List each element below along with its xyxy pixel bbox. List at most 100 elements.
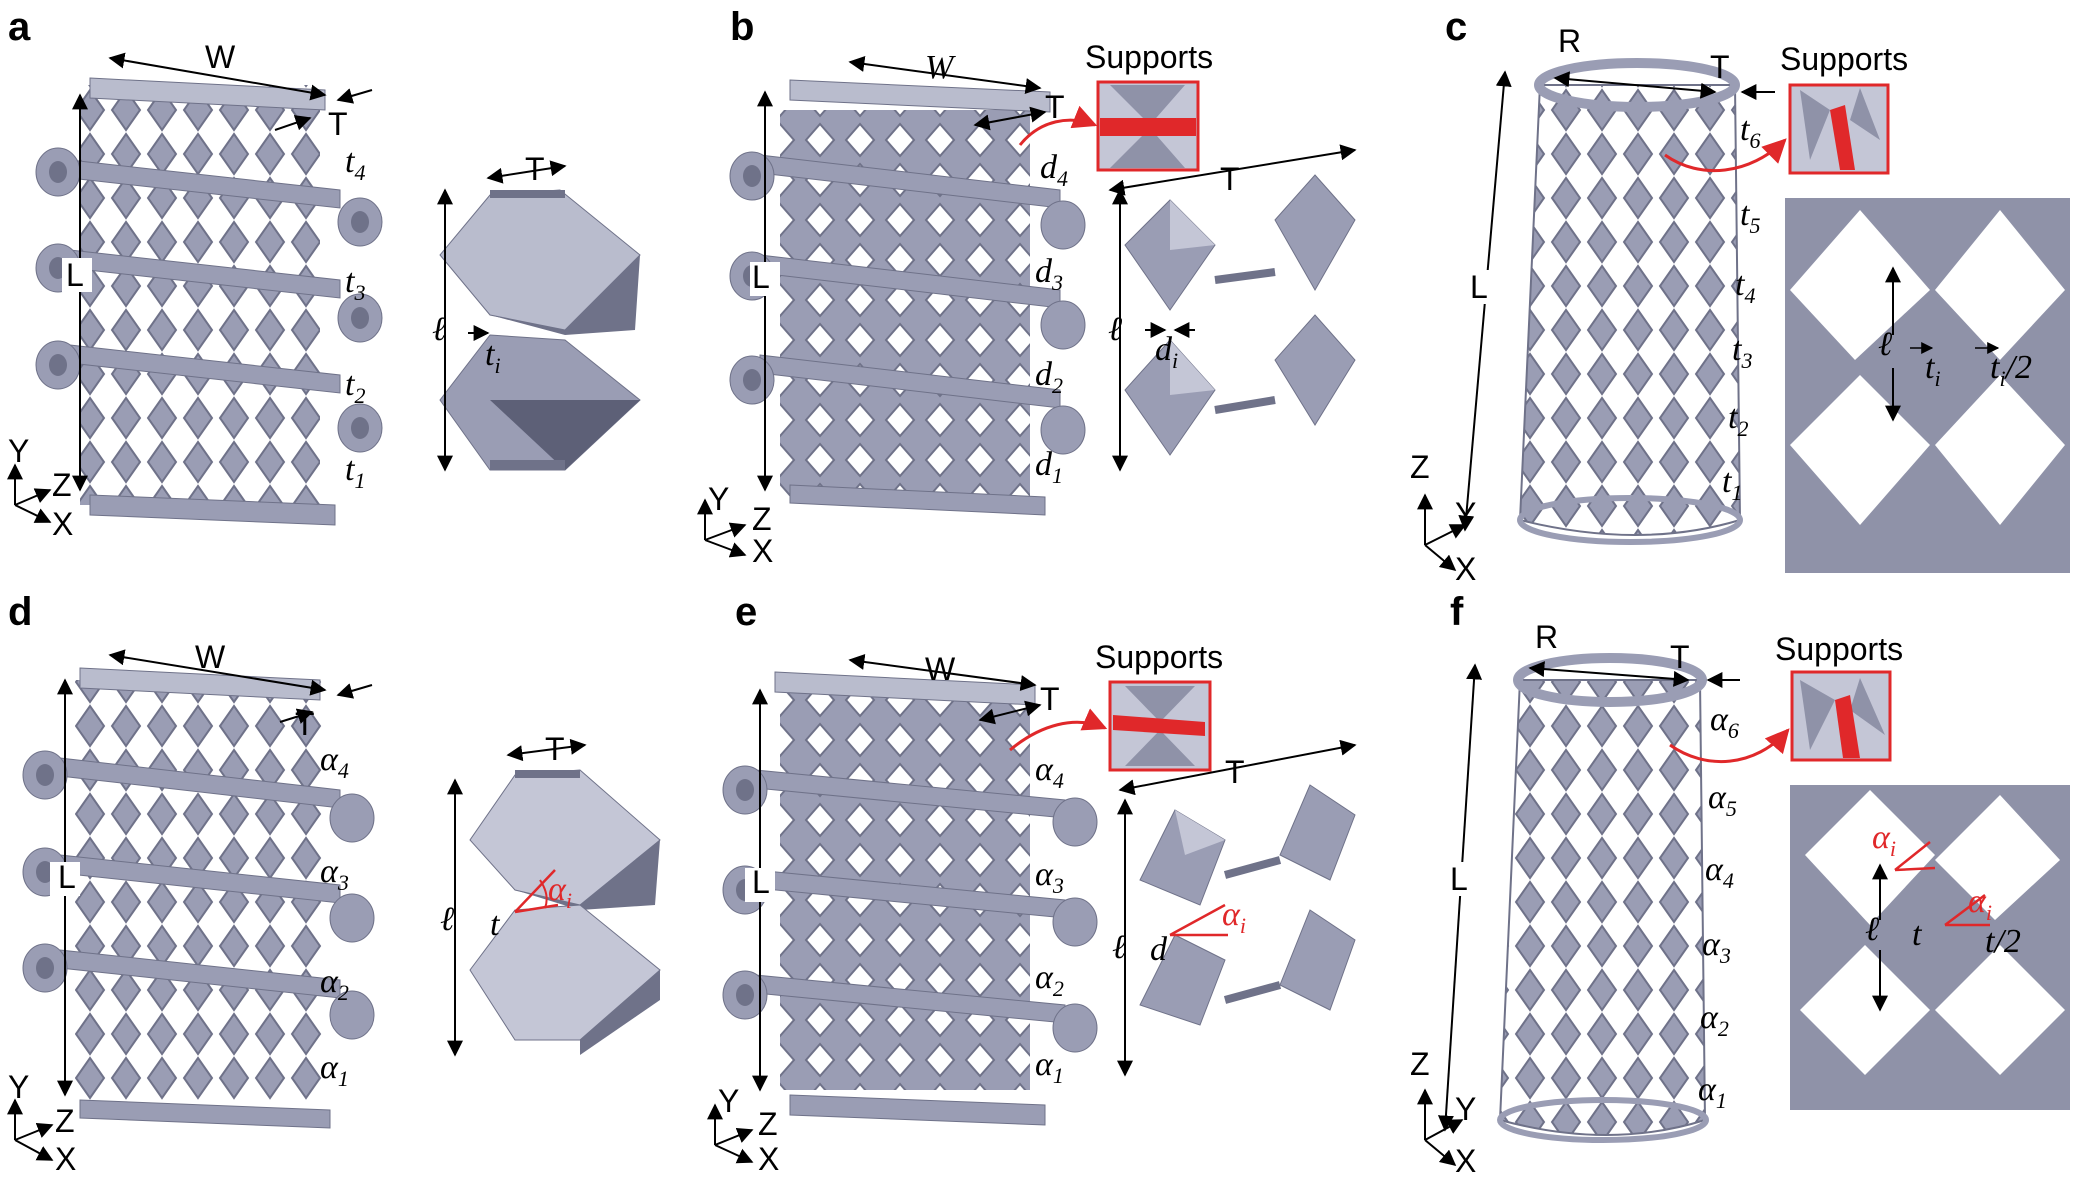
svg-text:Y: Y bbox=[1455, 1091, 1476, 1127]
svg-text:ℓ: ℓ bbox=[440, 901, 454, 938]
svg-text:α3: α3 bbox=[320, 853, 349, 895]
svg-text:d4: d4 bbox=[1040, 149, 1068, 191]
svg-text:t6: t6 bbox=[1740, 111, 1760, 153]
svg-text:Z: Z bbox=[1410, 449, 1430, 485]
lattice-b bbox=[729, 79, 1086, 516]
cylinder-f bbox=[1497, 653, 1709, 1143]
supports-label-e: Supports bbox=[1095, 639, 1223, 675]
svg-text:α2: α2 bbox=[320, 963, 349, 1005]
svg-text:α1: α1 bbox=[320, 1049, 349, 1091]
dim-r-f: R bbox=[1535, 619, 1558, 655]
lattice-e bbox=[722, 671, 1098, 1126]
svg-text:ti: ti bbox=[485, 336, 501, 378]
svg-text:Y: Y bbox=[8, 433, 29, 469]
svg-text:Z: Z bbox=[52, 467, 72, 503]
svg-text:d2: d2 bbox=[1035, 356, 1063, 398]
svg-text:ti: ti bbox=[1925, 349, 1941, 391]
dim-t-c: T bbox=[1710, 49, 1730, 85]
panel-d: d W T L α4 α3 α2 α1 bbox=[7, 590, 661, 1177]
svg-text:Y: Y bbox=[708, 481, 729, 517]
dim-t-d: T bbox=[295, 706, 315, 742]
svg-text:ℓ: ℓ bbox=[1112, 929, 1126, 966]
svg-text:t2: t2 bbox=[345, 366, 365, 408]
svg-text:d3: d3 bbox=[1035, 253, 1063, 295]
svg-text:ℓ: ℓ bbox=[1878, 326, 1892, 363]
svg-text:α2: α2 bbox=[1035, 959, 1064, 1001]
svg-text:Z: Z bbox=[758, 1106, 778, 1142]
svg-text:ℓ: ℓ bbox=[1108, 311, 1122, 348]
dim-t-b: T bbox=[1045, 89, 1065, 125]
panel-label-d: d bbox=[8, 590, 32, 634]
dim-t-e: T bbox=[1040, 681, 1060, 717]
dim-l-e: L bbox=[752, 864, 770, 900]
svg-text:α5: α5 bbox=[1708, 779, 1737, 821]
panel-b: b W T L d4 d3 d2 d1 bbox=[697, 5, 1357, 569]
svg-text:Z: Z bbox=[55, 1103, 75, 1139]
axes-icon-c: Z Y X bbox=[1410, 449, 1476, 587]
svg-text:t5: t5 bbox=[1740, 196, 1760, 238]
svg-text:α1: α1 bbox=[1035, 1046, 1064, 1088]
svg-text:α4: α4 bbox=[1035, 751, 1064, 793]
unit-cell-a: ℓ T ti bbox=[432, 151, 641, 472]
supports-inset-c: Supports bbox=[1664, 41, 1908, 175]
svg-text:X: X bbox=[1455, 551, 1476, 587]
dim-l-a: L bbox=[66, 257, 84, 293]
svg-text:T: T bbox=[545, 731, 565, 767]
dim-w-d: W bbox=[195, 639, 226, 675]
dim-w-b: W bbox=[925, 49, 956, 86]
svg-text:di: di bbox=[1155, 331, 1178, 373]
supports-label-c: Supports bbox=[1780, 41, 1908, 77]
svg-text:Y: Y bbox=[8, 1069, 29, 1105]
unit-cell-d: ℓ T t αi bbox=[440, 731, 661, 1057]
panel-label-c: c bbox=[1445, 5, 1467, 49]
svg-text:α3: α3 bbox=[1035, 856, 1064, 898]
zoom-inset-c: ℓ ti ti/2 bbox=[1785, 198, 2070, 573]
params-f: α6 α5 α4 α3 α2 α1 bbox=[1698, 701, 1739, 1113]
svg-text:t2: t2 bbox=[1728, 399, 1748, 441]
axes-icon-b: Y Z X bbox=[697, 481, 773, 569]
svg-text:ℓ: ℓ bbox=[1865, 911, 1879, 948]
panel-c: c R T L t6 t5 t4 t3 t2 t1 Z Y X bbox=[1410, 5, 2070, 587]
panel-label-a: a bbox=[8, 5, 31, 49]
svg-text:α3: α3 bbox=[1702, 926, 1731, 968]
svg-text:T: T bbox=[525, 151, 545, 187]
svg-text:Z: Z bbox=[752, 501, 772, 537]
svg-text:d: d bbox=[1150, 931, 1168, 968]
dim-r-c: R bbox=[1558, 23, 1581, 59]
svg-text:X: X bbox=[1455, 1143, 1476, 1179]
svg-text:t4: t4 bbox=[345, 143, 365, 185]
panel-e: e W T L α4 α3 α2 α1 bbox=[707, 590, 1357, 1177]
svg-text:X: X bbox=[52, 506, 73, 542]
dim-t-f: T bbox=[1670, 639, 1690, 675]
unit-cell-b: T ℓ di bbox=[1108, 144, 1357, 472]
dim-l-f: L bbox=[1450, 861, 1468, 897]
dim-t-a: T bbox=[328, 106, 348, 142]
svg-text:T: T bbox=[1225, 754, 1245, 790]
panel-f: f R T L α6 α5 α4 α3 α2 α1 Z Y X bbox=[1410, 590, 2070, 1179]
axes-icon-f: Z Y X bbox=[1410, 1046, 1476, 1179]
svg-text:αi: αi bbox=[1968, 883, 1992, 925]
zoom-inset-f: ℓ t t/2 αi αi bbox=[1790, 785, 2070, 1110]
lattice-a bbox=[35, 77, 383, 526]
svg-text:α1: α1 bbox=[1698, 1071, 1727, 1113]
svg-text:α2: α2 bbox=[1700, 999, 1729, 1041]
svg-text:t/2: t/2 bbox=[1985, 923, 2021, 960]
panel-label-e: e bbox=[735, 590, 757, 634]
svg-text:α4: α4 bbox=[1705, 851, 1734, 893]
cylinder-c bbox=[1517, 58, 1743, 545]
axes-icon-d: Y Z X bbox=[7, 1069, 76, 1177]
svg-text:Y: Y bbox=[718, 1083, 739, 1119]
svg-text:t1: t1 bbox=[345, 451, 365, 493]
svg-text:α4: α4 bbox=[320, 741, 349, 783]
svg-text:αi: αi bbox=[1872, 819, 1896, 861]
svg-text:ℓ: ℓ bbox=[432, 311, 446, 348]
dim-w-e: W bbox=[925, 651, 956, 687]
svg-text:t: t bbox=[1912, 916, 1923, 953]
svg-text:t3: t3 bbox=[345, 263, 365, 305]
panel-a: a W T bbox=[7, 5, 641, 542]
dim-l-d: L bbox=[58, 859, 76, 895]
svg-text:Y: Y bbox=[1455, 496, 1476, 532]
supports-label-f: Supports bbox=[1775, 631, 1903, 667]
svg-text:d1: d1 bbox=[1035, 446, 1063, 488]
